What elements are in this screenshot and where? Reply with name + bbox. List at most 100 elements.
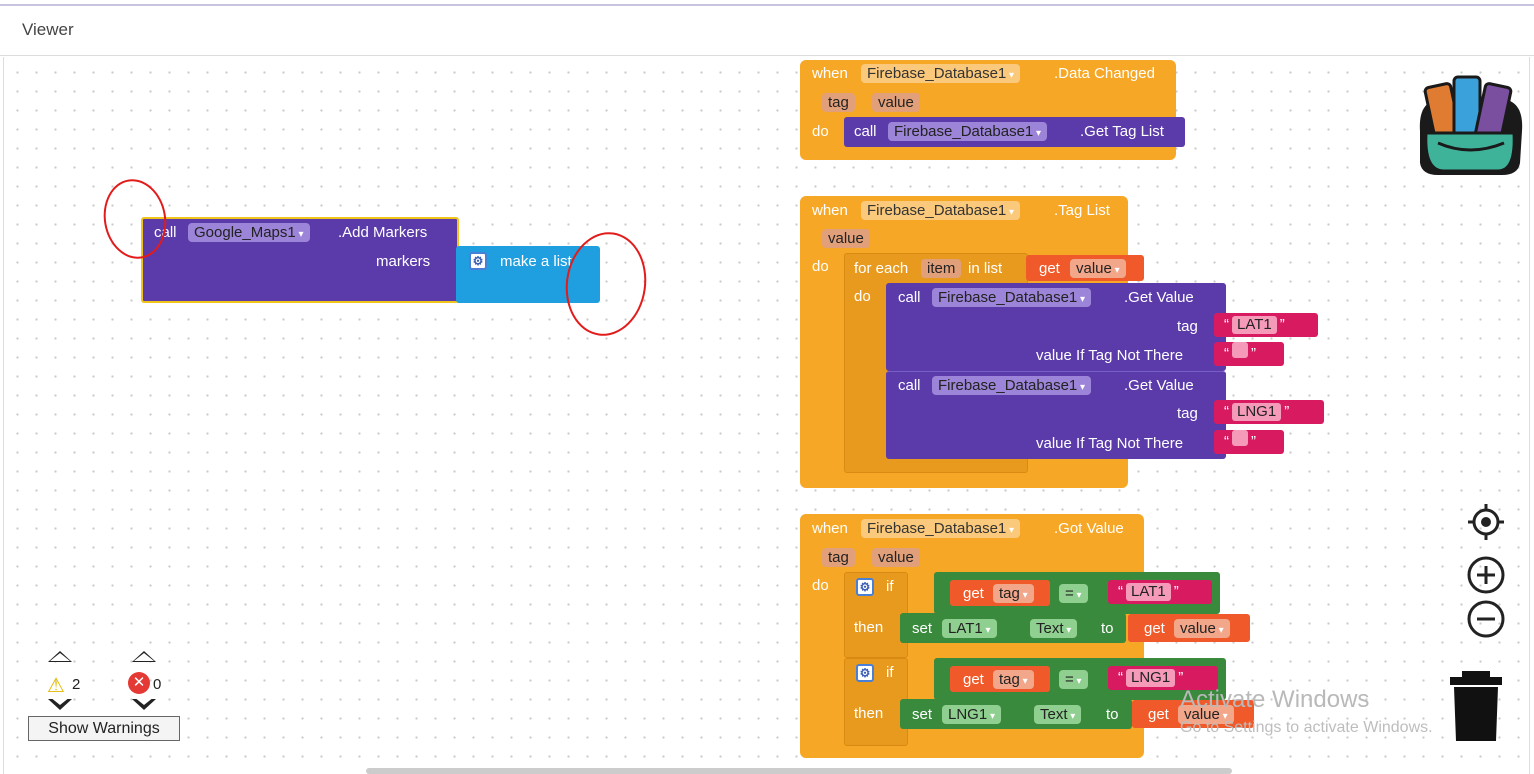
activate-windows-subtext: Go to Settings to activate Windows.	[1180, 719, 1433, 736]
annotation-circle-right	[559, 226, 653, 342]
data-changed-label: .Data Changed	[1054, 65, 1155, 82]
call-label: call	[898, 289, 921, 306]
viewer-header: Viewer	[0, 6, 1534, 56]
when-label: when	[812, 202, 848, 219]
warning-icon: ⚠	[47, 675, 65, 697]
tag-list-label: .Tag List	[1054, 202, 1110, 219]
if-block-2[interactable]	[844, 658, 908, 746]
param-value[interactable]: value	[872, 93, 920, 112]
next-warning-arrow-icon[interactable]	[48, 697, 72, 710]
activate-windows-watermark: Activate Windows	[1180, 686, 1370, 713]
call-label: call	[154, 224, 177, 241]
error-count: 0	[153, 676, 162, 693]
text-value[interactable]: LAT1	[1232, 316, 1277, 334]
recenter-icon[interactable]	[1466, 502, 1506, 542]
get-var-dropdown[interactable]: value	[1174, 619, 1230, 638]
text-string-block[interactable]: “LAT1”	[1108, 580, 1212, 604]
zoom-out-icon[interactable]	[1466, 599, 1506, 639]
equals-operator-dropdown[interactable]: =	[1059, 584, 1088, 603]
firebase-component-dropdown[interactable]: Firebase_Database1	[888, 122, 1048, 141]
get-tag-list-label: .Get Tag List	[1080, 123, 1164, 140]
if-label: if	[886, 664, 894, 681]
firebase-component-dropdown[interactable]: Firebase_Database1	[932, 288, 1092, 307]
do-label: do	[812, 258, 829, 275]
prev-error-arrow-icon[interactable]	[132, 651, 156, 662]
text-value[interactable]: LNG1	[1232, 403, 1282, 421]
make-a-list-label: make a list	[500, 253, 572, 270]
do-label: do	[812, 123, 829, 140]
set-text-block-1[interactable]	[900, 613, 1126, 643]
value-if-tag-not-there-label: value If Tag Not There	[1036, 347, 1184, 364]
inner-do-label: do	[854, 288, 871, 305]
if-mutator-gear-icon[interactable]: ⚙	[856, 578, 874, 596]
text-string-block[interactable]: “LNG1”	[1108, 666, 1218, 690]
tag-arg-label: tag	[1177, 318, 1198, 335]
to-label: to	[1106, 706, 1119, 723]
text-value[interactable]: LNG1	[1126, 669, 1176, 687]
error-icon: ✕	[128, 672, 150, 694]
get-label: get	[1039, 260, 1060, 277]
get-label: get	[1144, 620, 1165, 637]
text-string-block[interactable]: “LNG1”	[1214, 400, 1324, 424]
mutator-gear-icon[interactable]: ⚙	[469, 252, 487, 270]
tag-arg-label: tag	[1177, 405, 1198, 422]
call-label: call	[854, 123, 877, 140]
value-if-tag-not-there-label: value If Tag Not There	[1036, 435, 1184, 452]
empty-text-value[interactable]	[1232, 342, 1248, 358]
horizontal-scrollbar[interactable]	[366, 768, 1232, 774]
call-label: call	[898, 377, 921, 394]
param-tag[interactable]: tag	[822, 548, 855, 567]
get-label: get	[963, 671, 984, 688]
for-each-item-var[interactable]: item	[921, 259, 962, 278]
viewer-title: Viewer	[22, 20, 74, 39]
firebase-component-dropdown[interactable]: Firebase_Database1	[861, 201, 1021, 220]
get-var-dropdown[interactable]: tag	[993, 670, 1034, 689]
in-list-label: in list	[968, 260, 1003, 277]
empty-text-block[interactable]: “”	[1214, 342, 1284, 366]
get-var-dropdown[interactable]: value	[1070, 259, 1126, 278]
set-property-dropdown[interactable]: Text	[1034, 705, 1082, 724]
param-value[interactable]: value	[822, 229, 870, 248]
firebase-component-dropdown[interactable]: Firebase_Database1	[932, 376, 1092, 395]
next-error-arrow-icon[interactable]	[132, 697, 156, 710]
show-warnings-button[interactable]: Show Warnings	[28, 716, 180, 741]
get-value-method: .Get Value	[1124, 289, 1194, 306]
get-label: get	[1148, 706, 1169, 723]
set-property-dropdown[interactable]: Text	[1030, 619, 1078, 638]
backpack-icon[interactable]	[1410, 71, 1528, 179]
markers-param-label: markers	[376, 253, 431, 270]
got-value-label: .Got Value	[1054, 520, 1124, 537]
blocks-workspace[interactable]: call Google_Maps1 .Add Markers markers ⚙…	[3, 57, 1530, 774]
get-label: get	[963, 585, 984, 602]
set-label: set	[912, 706, 933, 723]
zoom-in-icon[interactable]	[1466, 555, 1506, 595]
for-each-label: for each	[854, 260, 909, 277]
when-label: when	[812, 520, 848, 537]
text-string-block[interactable]: “LAT1”	[1214, 313, 1318, 337]
equals-operator-dropdown[interactable]: =	[1059, 670, 1088, 689]
if-mutator-gear-icon[interactable]: ⚙	[856, 664, 874, 682]
param-tag[interactable]: tag	[822, 93, 855, 112]
then-label: then	[854, 619, 884, 636]
param-value[interactable]: value	[872, 548, 920, 567]
prev-warning-arrow-icon[interactable]	[48, 651, 72, 662]
firebase-component-dropdown[interactable]: Firebase_Database1	[861, 519, 1021, 538]
top-accent-line	[0, 4, 1534, 6]
set-target-dropdown[interactable]: LNG1	[942, 705, 1001, 724]
empty-text-block[interactable]: “”	[1214, 430, 1284, 454]
then-label: then	[854, 705, 884, 722]
text-value[interactable]: LAT1	[1126, 583, 1171, 601]
get-var-dropdown[interactable]: value	[1178, 705, 1234, 724]
if-block-1[interactable]	[844, 572, 908, 658]
set-target-dropdown[interactable]: LAT1	[942, 619, 997, 638]
set-text-block-2[interactable]	[900, 699, 1132, 729]
trash-icon[interactable]	[1448, 669, 1506, 743]
firebase-component-dropdown[interactable]: Firebase_Database1	[861, 64, 1021, 83]
get-value-method: .Get Value	[1124, 377, 1194, 394]
set-label: set	[912, 620, 933, 637]
if-label: if	[886, 578, 894, 595]
google-maps-component-dropdown[interactable]: Google_Maps1	[188, 223, 310, 242]
do-label: do	[812, 577, 829, 594]
get-var-dropdown[interactable]: tag	[993, 584, 1034, 603]
empty-text-value[interactable]	[1232, 430, 1248, 446]
